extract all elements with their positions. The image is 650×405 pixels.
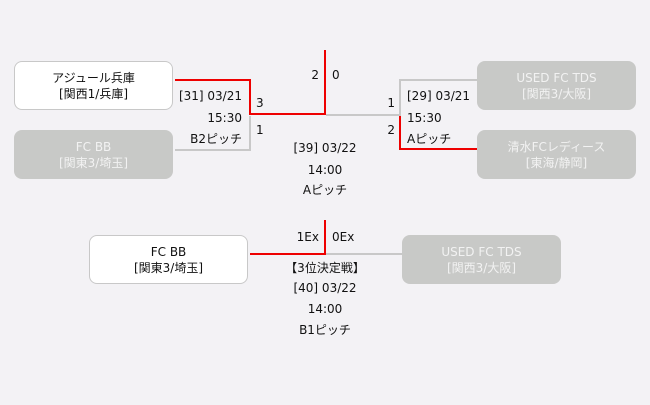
match-pitch-third: B1ピッチ (299, 323, 351, 337)
team-region: [関西3/大阪] (446, 260, 517, 275)
line-semi2-loser (326, 79, 477, 116)
team-region: [関東3/埼玉] (58, 155, 129, 170)
match-info-final[interactable]: [39] 03/22 (293, 141, 357, 155)
score-final-left: 2 (311, 68, 319, 82)
team-box-third-b[interactable]: USED FC TDS[関西3/大阪] (402, 235, 561, 284)
team-name: USED FC TDS (516, 70, 597, 85)
team-name: 清水FCレディース (507, 139, 606, 154)
score-semi1-b: 1 (256, 123, 264, 137)
match-time-final: 14:00 (307, 163, 343, 177)
team-region: [関西3/大阪] (521, 86, 592, 101)
score-final-right: 0 (332, 68, 340, 82)
team-box-semi2-b[interactable]: 清水FCレディース[東海/静岡] (477, 130, 636, 179)
team-name: FC BB (150, 244, 187, 259)
team-name: FC BB (75, 139, 112, 154)
line-semi1-loser (175, 116, 251, 151)
match-info-semi1[interactable]: [31] 03/21 (178, 89, 242, 103)
score-semi1-a: 3 (256, 96, 264, 110)
match-time-semi2: 15:30 (407, 111, 442, 125)
score-third-a: 1Ex (296, 230, 319, 244)
team-box-semi2-a[interactable]: USED FC TDS[関西3/大阪] (477, 61, 636, 110)
team-box-third-a[interactable]: FC BB[関東3/埼玉] (89, 235, 248, 284)
score-third-b: 0Ex (332, 230, 355, 244)
third-place-title: 【3位決定戦】 (285, 261, 365, 275)
team-region: [関東3/埼玉] (133, 260, 204, 275)
match-info-third[interactable]: [40] 03/22 (293, 281, 357, 295)
match-pitch-final: Aピッチ (302, 183, 348, 197)
match-pitch-semi2: Aピッチ (407, 132, 452, 146)
match-info-semi2[interactable]: [29] 03/21 (407, 89, 471, 103)
line-semi2-winner (399, 116, 477, 150)
match-time-third: 14:00 (307, 302, 343, 316)
team-name: アジュール兵庫 (52, 70, 135, 85)
team-name: USED FC TDS (441, 244, 522, 259)
team-region: [関西1/兵庫] (58, 86, 129, 101)
line-semi1-winner (175, 50, 326, 115)
score-semi2-a: 1 (387, 96, 395, 110)
line-third-winner (250, 220, 326, 255)
match-time-semi1: 15:30 (207, 111, 242, 125)
team-box-semi1-a[interactable]: アジュール兵庫[関西1/兵庫] (14, 61, 173, 110)
team-box-semi1-b[interactable]: FC BB[関東3/埼玉] (14, 130, 173, 179)
match-pitch-semi1: B2ピッチ (190, 132, 242, 146)
team-region: [東海/静岡] (525, 155, 588, 170)
score-semi2-b: 2 (387, 123, 395, 137)
